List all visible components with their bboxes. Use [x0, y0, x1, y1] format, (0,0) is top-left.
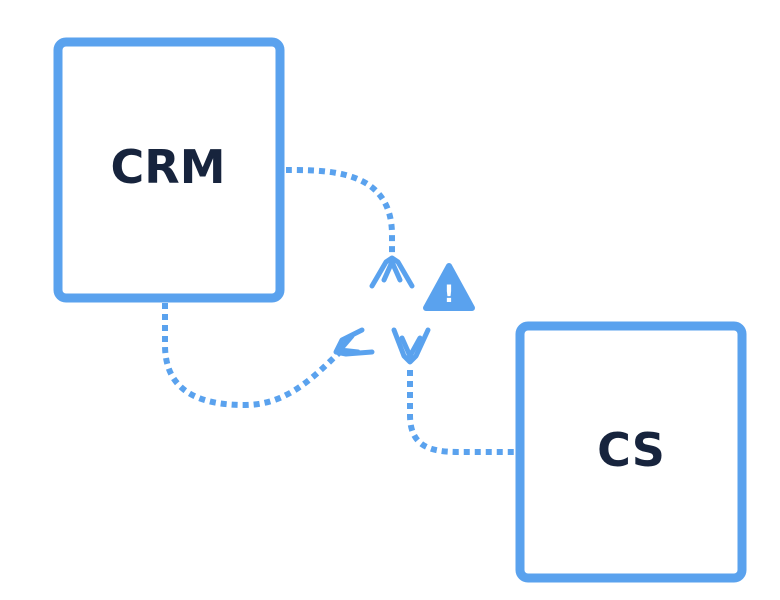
connector-hub-to-crm — [162, 303, 343, 409]
crm-node-box — [53, 37, 285, 303]
arrow-down-icon — [391, 327, 431, 365]
warning-triangle-icon: ! — [423, 263, 475, 311]
cs-node-box — [515, 321, 747, 583]
cs-node: CS — [515, 321, 747, 583]
cs-node-label: CS — [597, 423, 665, 477]
warning-glyph: ! — [444, 280, 455, 308]
crm-node: CRM — [53, 37, 285, 303]
crm-node-label: CRM — [111, 140, 226, 194]
arrow-up-icon — [369, 255, 415, 289]
connector-hub-to-cs — [407, 370, 514, 455]
arrow-left-icon — [333, 327, 375, 357]
connector-crm-to-hub — [285, 167, 395, 262]
